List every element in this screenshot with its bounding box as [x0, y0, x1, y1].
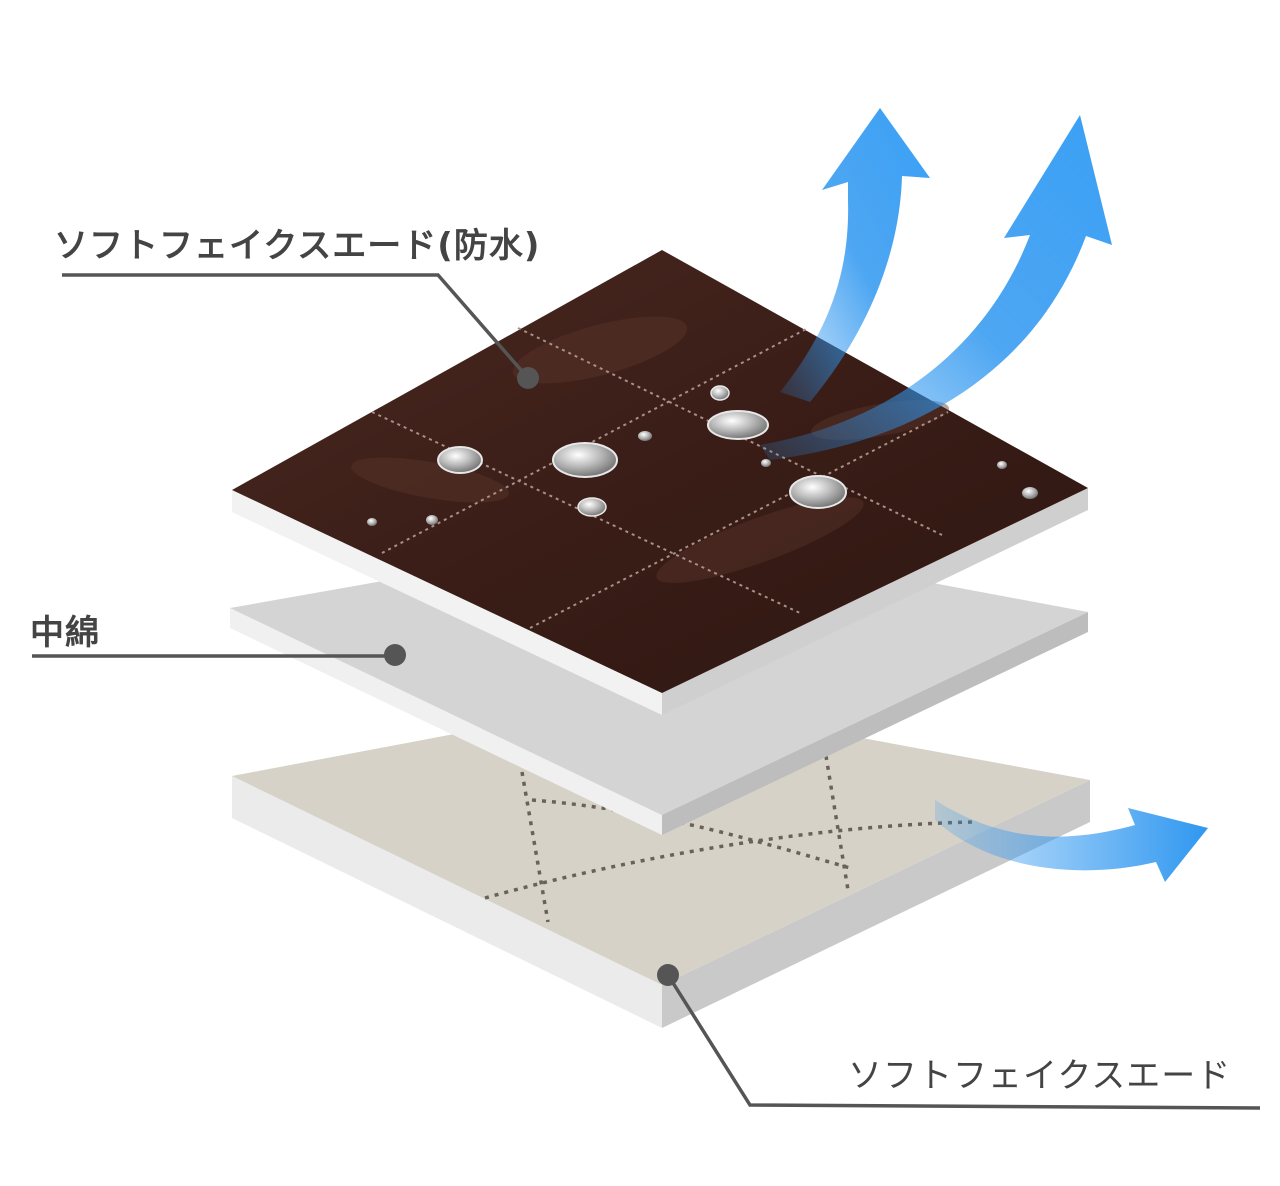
middle-layer-side-left	[230, 608, 662, 835]
water-droplet-icon	[789, 475, 847, 509]
leader-dots	[384, 367, 679, 986]
middle-layer-side-right	[662, 612, 1088, 835]
bottom-layer	[232, 698, 1090, 1028]
top-layer-side-right	[662, 488, 1088, 715]
middle-layer-dot	[384, 644, 406, 666]
bottom-layer-label: ソフトフェイクスエード	[848, 1056, 1232, 1096]
top-stitching	[371, 327, 949, 629]
leader-lines	[32, 273, 1261, 1110]
water-droplet-icon	[761, 459, 771, 467]
water-droplet-icon	[1022, 487, 1038, 499]
water-droplet-icon	[437, 446, 483, 474]
water-droplet-icon	[426, 515, 438, 525]
water-droplets	[367, 385, 1038, 526]
middle-layer-label: 中綿	[30, 613, 100, 653]
airflow-arrow-icon	[760, 115, 1112, 460]
top-layer-leader	[62, 273, 530, 380]
bottom-layer-dot	[657, 964, 679, 986]
top-layer-side-left	[232, 490, 662, 715]
top-layer-dot	[517, 367, 539, 389]
water-droplet-icon	[367, 518, 377, 526]
water-droplet-icon	[552, 442, 618, 478]
airflow-arrow-icon	[780, 108, 930, 402]
bottom-stitching	[484, 755, 976, 923]
bottom-layer-top	[232, 698, 1090, 985]
airflow-arrows	[760, 108, 1208, 882]
bottom-layer-side-left	[232, 776, 662, 1028]
water-droplet-icon	[638, 431, 652, 441]
water-droplet-icon	[577, 497, 607, 517]
water-droplet-icon	[707, 410, 769, 440]
water-droplet-icon	[710, 385, 730, 401]
airflow-arrow-icon	[935, 800, 1208, 882]
top-layer-top	[232, 250, 1088, 693]
top-layer-label: ソフトフェイクスエード(防水)	[54, 226, 541, 266]
water-droplet-icon	[997, 461, 1007, 469]
bottom-layer-leader	[666, 974, 1261, 1110]
